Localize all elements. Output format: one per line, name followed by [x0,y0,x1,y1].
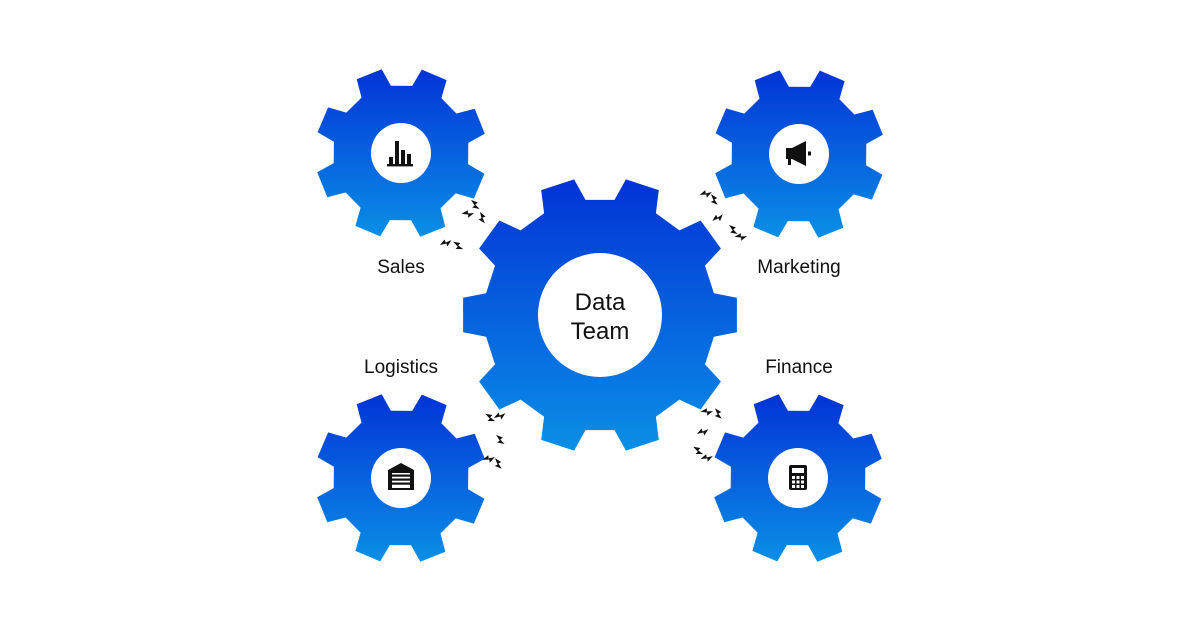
megaphone-icon [786,141,811,166]
spark-mark [712,214,723,222]
spark-mark [471,199,480,210]
data-team-hub [538,253,662,377]
sales-label: Sales [377,257,425,278]
spark-mark [729,224,738,235]
marketing-gear [715,70,883,238]
spark-mark [493,412,506,420]
finance-gear [714,394,882,562]
warehouse-icon [388,463,414,490]
spark-mark [699,190,712,198]
spark-mark [478,211,486,224]
logistics-label: Logistics [364,357,438,378]
spark-mark [700,408,714,416]
spark-mark [494,458,502,469]
bar-chart-icon [387,141,413,167]
data-team-gear: Data Team [463,179,737,451]
finance-label: Finance [765,357,833,378]
spark-mark [734,233,748,241]
spark-mark [461,210,475,218]
spark-mark [439,239,452,247]
sales-gear [317,69,485,237]
spark-mark [453,241,464,250]
data-team-title-line1: Data [575,289,626,316]
spark-mark [496,434,505,445]
calculator-icon [789,465,807,490]
data-team-title-line2: Team [571,318,630,345]
spark-mark [693,446,704,455]
spark-mark [482,455,495,463]
spark-mark [696,428,709,436]
spark-mark [700,454,713,462]
gear-sparks [439,190,748,469]
spark-mark [714,408,722,419]
logistics-gear [317,394,485,562]
spark-mark [485,413,496,422]
spark-mark [710,194,718,205]
marketing-label: Marketing [757,257,840,278]
